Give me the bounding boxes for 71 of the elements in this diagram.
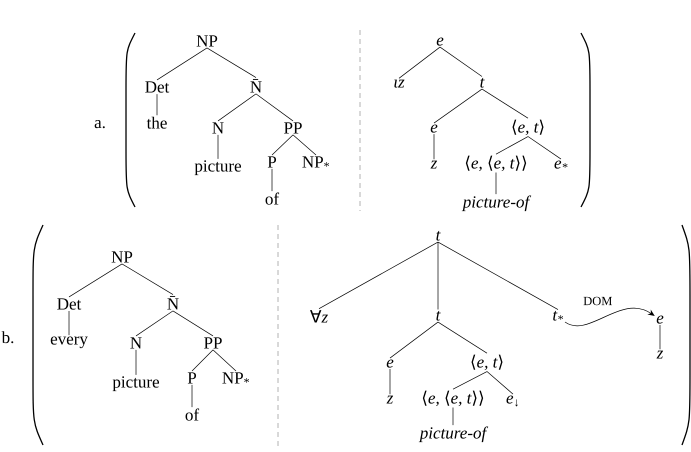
tree-branch — [528, 136, 562, 160]
tree-label: picture — [112, 376, 160, 392]
tree-label: picture-of — [418, 426, 488, 442]
tree-branch — [156, 94, 158, 116]
tree-branch — [390, 322, 438, 358]
tree-branch — [434, 88, 482, 124]
tree-label: t$_{*}$ — [553, 310, 564, 321]
tree-branch — [438, 242, 558, 310]
tree-label: ⟨e, ⟨e, t⟩⟩ — [422, 390, 484, 406]
tree-label: NP$_{*}$ — [302, 156, 330, 168]
tree-label: Det — [145, 81, 170, 93]
tree-branch — [292, 134, 316, 156]
tree-label: e — [386, 359, 394, 368]
tree-label: every — [50, 336, 88, 348]
tree-label: z — [430, 160, 438, 168]
tree-label: P — [268, 156, 276, 168]
tree-branch — [212, 350, 236, 372]
tree-label: ⟨e, ⟨e, t⟩⟩ — [466, 156, 526, 172]
tree-branch — [256, 94, 294, 122]
tree-label: e$_{*}$ — [554, 160, 568, 169]
tree-label: picture-of — [462, 196, 532, 212]
tree-branch — [122, 264, 174, 295]
tree-label: PP — [204, 337, 222, 348]
tree-label: N — [130, 337, 142, 348]
tree-label: of — [266, 192, 280, 205]
tree-label: N̄ — [167, 296, 179, 310]
tree-label: of — [186, 408, 200, 421]
tree-label: ∀z — [310, 310, 328, 322]
tree-label: NP — [112, 251, 132, 262]
tree-label: z — [656, 350, 664, 358]
tree-label: NP — [196, 35, 218, 46]
tree-branch — [68, 264, 122, 298]
tree-branch — [272, 134, 294, 156]
tree-branch — [318, 242, 438, 310]
tree-branch — [452, 371, 488, 390]
tree-branch — [452, 407, 454, 426]
tree-label: ιz — [394, 80, 404, 88]
tree-label: e — [430, 124, 438, 133]
tree-branch — [172, 310, 214, 336]
tree-label: t — [436, 230, 441, 241]
tree-branch — [398, 46, 440, 79]
tree-label: PP — [284, 122, 302, 134]
tree-label: NP$_{*}$ — [222, 372, 250, 384]
tree-label: ⟨e, t⟩ — [512, 120, 544, 136]
tree-branch — [206, 48, 256, 78]
tree-label: e — [656, 315, 664, 324]
tree-label: P — [188, 372, 196, 384]
tree-label: the — [146, 116, 167, 129]
tree-branch — [486, 371, 514, 394]
example-label: a. — [94, 120, 105, 128]
tree-label: z — [386, 396, 394, 404]
tree-branch — [440, 46, 482, 77]
tree-label: t — [436, 310, 441, 321]
tree-branch — [192, 350, 214, 372]
tree-label: e$_{↓}$ — [506, 395, 518, 406]
tree-branch — [68, 310, 70, 336]
tree-label: t — [480, 78, 485, 88]
edge-label: DOM — [582, 296, 614, 306]
tree-branch — [496, 136, 528, 155]
tree-label: picture — [194, 160, 242, 176]
tree-label: e — [436, 37, 444, 46]
tree-label: N̄ — [250, 78, 262, 92]
tree-branch — [482, 88, 528, 119]
tree-label: ⟨e, t⟩ — [472, 354, 502, 370]
tree-label: N — [212, 122, 224, 134]
tree-branch — [156, 48, 208, 80]
tree-branch — [438, 322, 488, 354]
tree-label: Det — [57, 298, 82, 310]
tree-branch — [136, 310, 174, 336]
tree-branch — [218, 94, 256, 122]
example-label: b. — [2, 331, 14, 344]
